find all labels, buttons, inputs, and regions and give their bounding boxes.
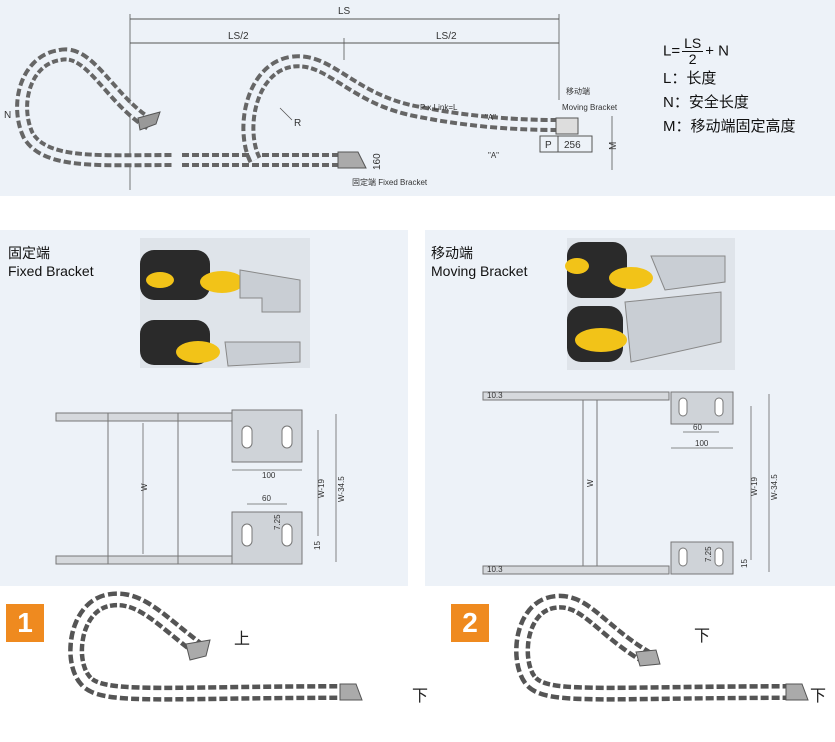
moving-end-en: Moving Bracket	[562, 103, 618, 112]
legend-l-def: L：长度	[663, 70, 717, 87]
r-label: R	[294, 118, 301, 129]
moving-chain-link-top	[567, 242, 627, 298]
chain-1-bottom-bracket	[339, 683, 363, 701]
legend-l-suffix: + N	[705, 42, 729, 60]
moving-metal-plate-top	[650, 255, 726, 291]
fixed-bracket-shape	[337, 151, 367, 169]
legend-m-def: M：移动端固定高度	[663, 118, 796, 135]
moving-rail-bottom	[482, 565, 670, 575]
fixed-metal-plate-bottom	[224, 341, 301, 367]
badge-2: 2	[451, 604, 489, 642]
fixed-metal-plate-top	[239, 269, 301, 313]
moving-title-cn: 移动端	[431, 245, 473, 261]
a-marker-2: "A"	[488, 151, 499, 160]
moving-dim-103-top: 10.3	[487, 391, 503, 400]
m-label: M	[608, 142, 619, 150]
moving-yellow-pin-bottom	[575, 328, 627, 352]
fixed-yellow-pin-bottom	[176, 341, 220, 363]
fixed-end-label: 固定端 Fixed Bracket	[352, 177, 428, 187]
moving-w-minus-19: W-19	[750, 476, 759, 496]
fixed-w-label: W	[140, 483, 149, 491]
dim-256-box	[557, 135, 593, 153]
p-label: P	[545, 140, 552, 151]
fixed-slot-1	[241, 425, 253, 449]
fixed-yellow-pin-top	[200, 271, 244, 293]
dim-160: 160	[372, 153, 383, 170]
moving-w-label: W	[586, 479, 595, 487]
chain-1-top-bracket	[185, 639, 211, 661]
moving-metal-plate-bottom	[624, 291, 722, 363]
label-down-1: 下	[412, 688, 429, 705]
moving-dim-15: 15	[740, 559, 749, 568]
label-up-1: 上	[234, 631, 251, 648]
moving-slot-2	[714, 397, 724, 417]
moving-rail-top	[482, 391, 670, 401]
badge-1: 1	[6, 604, 44, 642]
fixed-bracket-drawing: W 100 60 7.25 15 W-19 W-34.5	[55, 238, 346, 565]
chain-2-bottom-bracket	[785, 683, 809, 701]
label-down-2b: 下	[810, 688, 827, 705]
fixed-rail-bottom	[55, 555, 237, 565]
ls-half-left-label: LS/2	[228, 31, 249, 42]
moving-yellow-pin-top	[609, 267, 653, 289]
legend-fraction-num: LS	[682, 35, 704, 52]
moving-title-en: Moving Bracket	[431, 263, 528, 279]
label-down-2a: 下	[694, 628, 711, 645]
moving-dim-100: 100	[695, 439, 709, 448]
chain-left-loop-inner	[19, 51, 173, 164]
fixed-dim-60: 60	[262, 494, 271, 503]
moving-dim-103-bottom: 10.3	[487, 565, 503, 574]
chain-right-loop-inner	[245, 58, 557, 162]
fixed-bracket-panel: 固定端 Fixed Bracket W 100 60 7.25 15 W-19	[0, 230, 408, 586]
fixed-w-minus-345: W-34.5	[337, 476, 346, 502]
fixed-slot-2	[281, 425, 293, 449]
dim-256: 256	[564, 140, 581, 151]
ls-label: LS	[338, 6, 351, 17]
fixed-dim-15: 15	[313, 541, 322, 550]
fixed-dim-725: 7.25	[273, 514, 282, 530]
fixed-dim-100: 100	[262, 471, 276, 480]
moving-bracket-shape	[555, 117, 579, 135]
ls-half-right-label: LS/2	[436, 31, 457, 42]
moving-dim-60: 60	[693, 423, 702, 432]
moving-dim-725: 7.25	[704, 546, 713, 562]
fixed-panel-title: 固定端 Fixed Bracket	[8, 244, 94, 280]
fixed-w-minus-19: W-19	[317, 478, 326, 498]
fixed-title-en: Fixed Bracket	[8, 263, 94, 279]
r-pointer	[279, 107, 293, 121]
legend-n-def: N：安全长度	[663, 94, 749, 111]
link-formula: P x Link=L	[420, 103, 458, 112]
moving-w-minus-345: W-34.5	[770, 474, 779, 500]
n-label: N	[4, 110, 11, 121]
moving-slot-1	[678, 397, 688, 417]
top-diagram-panel: LS LS/2 LS/2 N 160 固定端 Fixed Bracket R P…	[0, 0, 835, 196]
moving-slot-3	[678, 547, 688, 567]
chain-2-top-bracket	[635, 649, 661, 667]
moving-slot-4	[714, 547, 724, 567]
fixed-slot-4	[281, 523, 293, 547]
moving-panel-title: 移动端 Moving Bracket	[431, 244, 527, 280]
chain-1	[68, 591, 346, 702]
chain-layout-drawing: LS LS/2 LS/2 N 160 固定端 Fixed Bracket R P…	[4, 6, 619, 190]
fixed-yellow-pin-left	[146, 272, 174, 288]
a-marker-1: "A"	[485, 113, 496, 122]
legend-fraction-den: 2	[688, 51, 697, 67]
moving-bracket-drawing: 10.3 10.3 W 60 100 7.25 15 W-19 W-34.5	[482, 238, 779, 575]
chain-2-inner	[518, 598, 793, 698]
left-end-bracket	[137, 111, 161, 131]
legend-l-prefix: L=	[663, 42, 681, 60]
fixed-rail-top	[55, 412, 237, 422]
moving-bracket-panel: 移动端 Moving Bracket 10.3 10.3 W 60 100 7.…	[425, 230, 835, 586]
chain-2	[514, 593, 793, 702]
moving-end-cn: 移动端	[566, 86, 590, 96]
chain-1-inner	[72, 595, 346, 698]
fixed-slot-3	[241, 523, 253, 547]
fixed-title-cn: 固定端	[8, 245, 50, 261]
moving-yellow-pin-left	[565, 258, 589, 274]
